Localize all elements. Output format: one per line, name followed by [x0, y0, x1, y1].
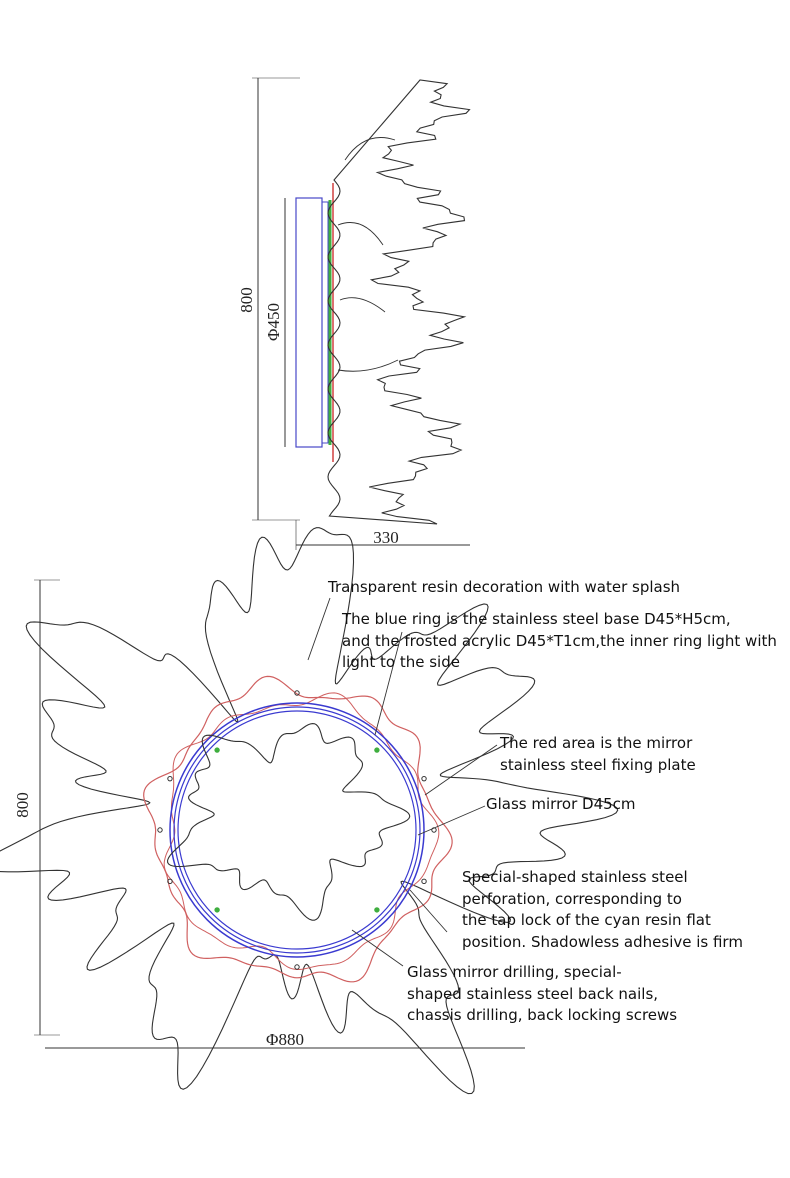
annotation-drilling: Glass mirror drilling, special- shaped s…: [407, 962, 677, 1027]
blue-ring-inner: [177, 710, 417, 950]
resin-lock-point: [374, 907, 380, 913]
resin-splash-side-outline: [327, 79, 471, 525]
screw-hole: [294, 964, 300, 970]
screw-hole: [157, 827, 163, 833]
side-depth-label: 330: [373, 528, 399, 547]
side-view: [252, 77, 471, 550]
annotation-line: shaped stainless steel back nails,: [407, 984, 659, 1003]
screw-hole: [421, 775, 427, 782]
screw-hole: [294, 690, 300, 696]
annotation-line: The red area is the mirror: [500, 734, 693, 752]
side-diameter-label: Φ450: [264, 303, 283, 341]
inner-hole-outline: [167, 723, 411, 921]
base-rect: [295, 197, 323, 448]
screw-hole: [421, 878, 427, 885]
annotation-line: the tap lock of the cyan resin flat: [462, 911, 711, 929]
annotation-red-area: The red area is the mirror stainless ste…: [500, 733, 696, 776]
resin-splash-outline: [0, 527, 619, 1095]
screw-hole: [167, 775, 173, 782]
resin-lock-point: [214, 747, 220, 753]
blue-ring-outer: [169, 702, 425, 958]
resin-lock-point: [374, 747, 380, 753]
annotation-line: light to the side: [342, 653, 460, 671]
annotation-line: and the frosted acrylic D45*T1cm,the inn…: [342, 631, 777, 650]
screw-holes: [157, 690, 437, 970]
annotation-line: Special-shaped stainless steel: [462, 868, 688, 886]
leader-lines: [307, 597, 498, 967]
annotation-line: chassis drilling, back locking screws: [407, 1006, 678, 1024]
blue-ring-middle: [173, 706, 421, 954]
side-height-label: 800: [237, 287, 256, 313]
resin-lock-point: [214, 907, 220, 913]
annotation-line: The blue ring is the stainless steel bas…: [342, 610, 731, 628]
annotation-line: position. Shadowless adhesive is firm: [462, 932, 743, 951]
annotation-glass-mirror: Glass mirror D45cm: [486, 795, 636, 813]
annotation-line: perforation, corresponding to: [462, 889, 682, 908]
annotation-blue-ring: The blue ring is the stainless steel bas…: [342, 609, 777, 674]
annotation-line: Glass mirror drilling, special-: [407, 963, 622, 981]
front-height-label: 800: [13, 792, 32, 818]
front-diameter-label: Φ880: [266, 1030, 304, 1049]
annotation-line: stainless steel fixing plate: [500, 755, 696, 774]
annotation-resin: Transparent resin decoration with water …: [328, 578, 681, 596]
annotation-perforation: Special-shaped stainless steel perforati…: [462, 867, 743, 953]
screw-hole: [167, 878, 173, 885]
front-view: [0, 527, 619, 1095]
fixing-plate-outline: [143, 675, 453, 983]
